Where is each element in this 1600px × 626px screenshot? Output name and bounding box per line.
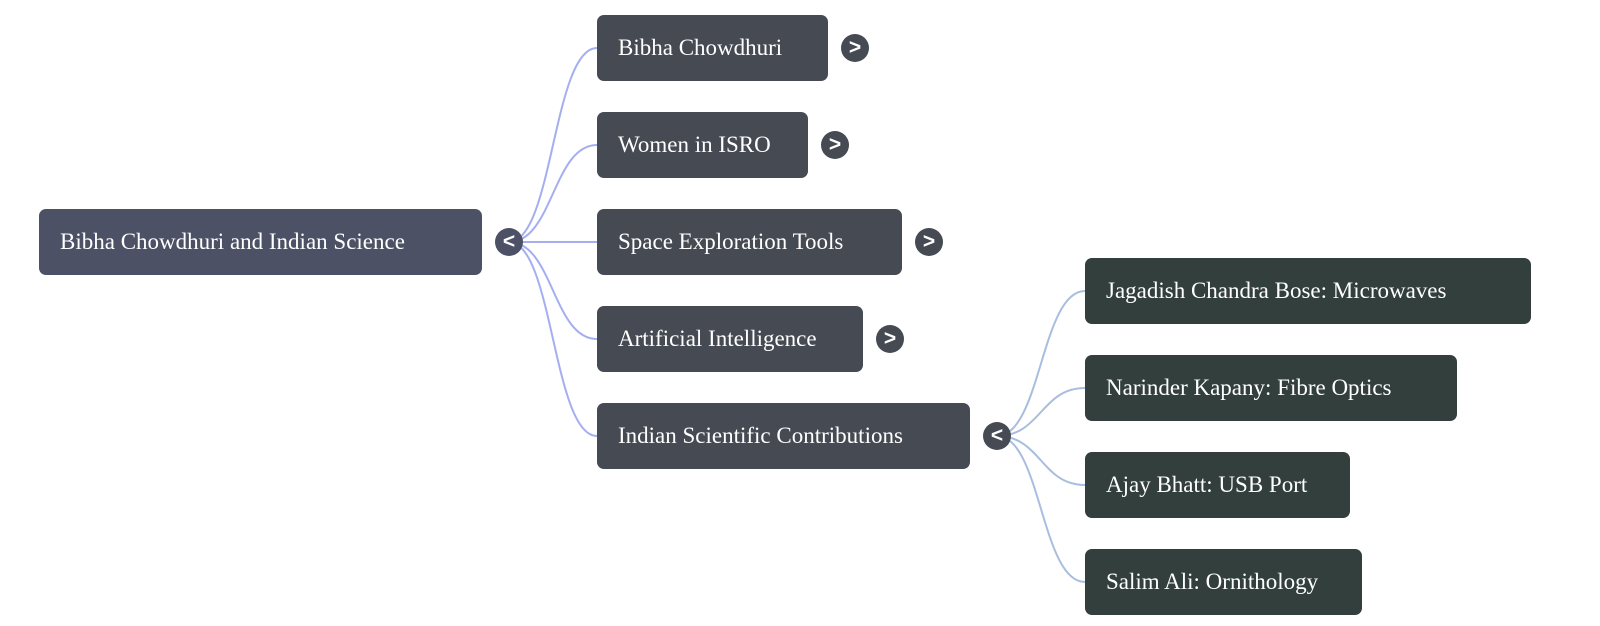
branch-leaf-connector	[996, 290, 1086, 437]
root-node[interactable]: Bibha Chowdhuri and Indian Science	[39, 209, 482, 275]
branch-node-indian-scientific-contributions[interactable]: Indian Scientific Contributions	[597, 403, 970, 469]
root-branch-connector	[508, 144, 598, 243]
branch-expand-toggle[interactable]: >	[915, 228, 943, 256]
branch-collapse-toggle[interactable]: <	[983, 422, 1011, 450]
branch-node-women-in-isro[interactable]: Women in ISRO	[597, 112, 808, 178]
branch-node-artificial-intelligence[interactable]: Artificial Intelligence	[597, 306, 863, 372]
branch-leaf-connector	[996, 387, 1086, 437]
leaf-node-jagadish-chandra-bose[interactable]: Jagadish Chandra Bose: Microwaves	[1085, 258, 1531, 324]
branch-node-space-exploration-tools[interactable]: Space Exploration Tools	[597, 209, 902, 275]
leaf-node-narinder-kapany[interactable]: Narinder Kapany: Fibre Optics	[1085, 355, 1457, 421]
leaf-node-salim-ali[interactable]: Salim Ali: Ornithology	[1085, 549, 1362, 615]
root-branch-connector	[508, 241, 598, 340]
root-branch-connector	[508, 47, 598, 243]
root-branch-connector	[508, 241, 598, 437]
branch-leaf-connector	[996, 435, 1086, 583]
root-collapse-toggle[interactable]: <	[495, 228, 523, 256]
branch-expand-toggle[interactable]: >	[841, 34, 869, 62]
leaf-node-ajay-bhatt[interactable]: Ajay Bhatt: USB Port	[1085, 452, 1350, 518]
branch-expand-toggle[interactable]: >	[876, 325, 904, 353]
branch-leaf-connector	[996, 435, 1086, 486]
branch-expand-toggle[interactable]: >	[821, 131, 849, 159]
branch-node-bibha-chowdhuri[interactable]: Bibha Chowdhuri	[597, 15, 828, 81]
